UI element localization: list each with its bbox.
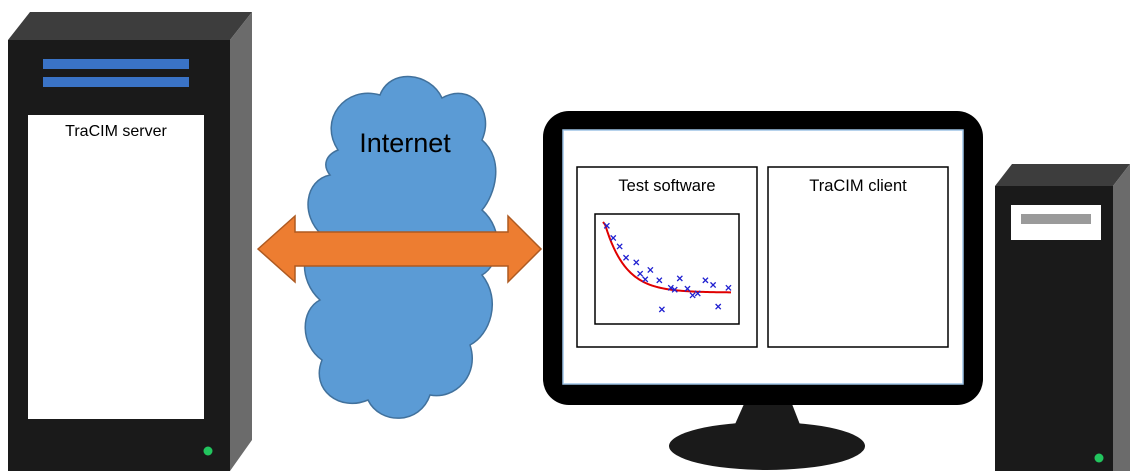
server-drive-bar-1 <box>43 59 189 69</box>
data-point-6 <box>647 266 654 273</box>
data-point-9 <box>658 306 665 313</box>
double-arrow-shape <box>256 214 543 284</box>
client-tower-top-face <box>995 164 1130 186</box>
client-monitor <box>543 111 983 470</box>
server-power-led <box>203 446 213 456</box>
plot-frame <box>594 213 740 325</box>
data-point-10 <box>667 284 674 291</box>
data-point-1 <box>610 234 617 242</box>
data-point-19 <box>725 284 732 291</box>
server-screen-panel <box>28 115 204 419</box>
server-top-face <box>8 12 252 40</box>
data-point-12 <box>676 275 683 282</box>
data-point-14 <box>689 292 696 299</box>
client-tower-side-face <box>1113 164 1130 471</box>
data-point-0 <box>603 222 610 229</box>
client-tower-drive-bar <box>1021 214 1091 224</box>
data-point-15 <box>694 290 701 297</box>
data-point-13 <box>684 285 691 292</box>
monitor-stand-base <box>669 422 865 470</box>
test-software-label: Test software <box>618 177 716 195</box>
tracim-client-label: TraCIM client <box>809 177 907 195</box>
server-drive-bar-2 <box>43 77 189 87</box>
client-tower-power-led <box>1094 453 1104 463</box>
server-tower <box>8 12 252 471</box>
data-point-7 <box>642 276 649 283</box>
data-point-4 <box>633 259 640 266</box>
data-point-18 <box>715 303 722 310</box>
data-point-8 <box>656 277 663 284</box>
internet-label: Internet <box>359 128 451 158</box>
data-point-5 <box>637 270 644 277</box>
bidirectional-arrow <box>256 214 543 284</box>
data-point-17 <box>710 281 717 289</box>
server-side-face <box>230 12 252 471</box>
data-point-2 <box>616 243 623 250</box>
data-points <box>603 222 732 313</box>
client-tower <box>995 164 1130 471</box>
tracim-client-panel <box>767 166 949 348</box>
data-point-3 <box>622 254 630 261</box>
fit-curve <box>602 221 732 294</box>
data-point-16 <box>702 277 709 284</box>
data-point-11 <box>671 286 678 293</box>
server-label: TraCIM server <box>65 123 167 140</box>
